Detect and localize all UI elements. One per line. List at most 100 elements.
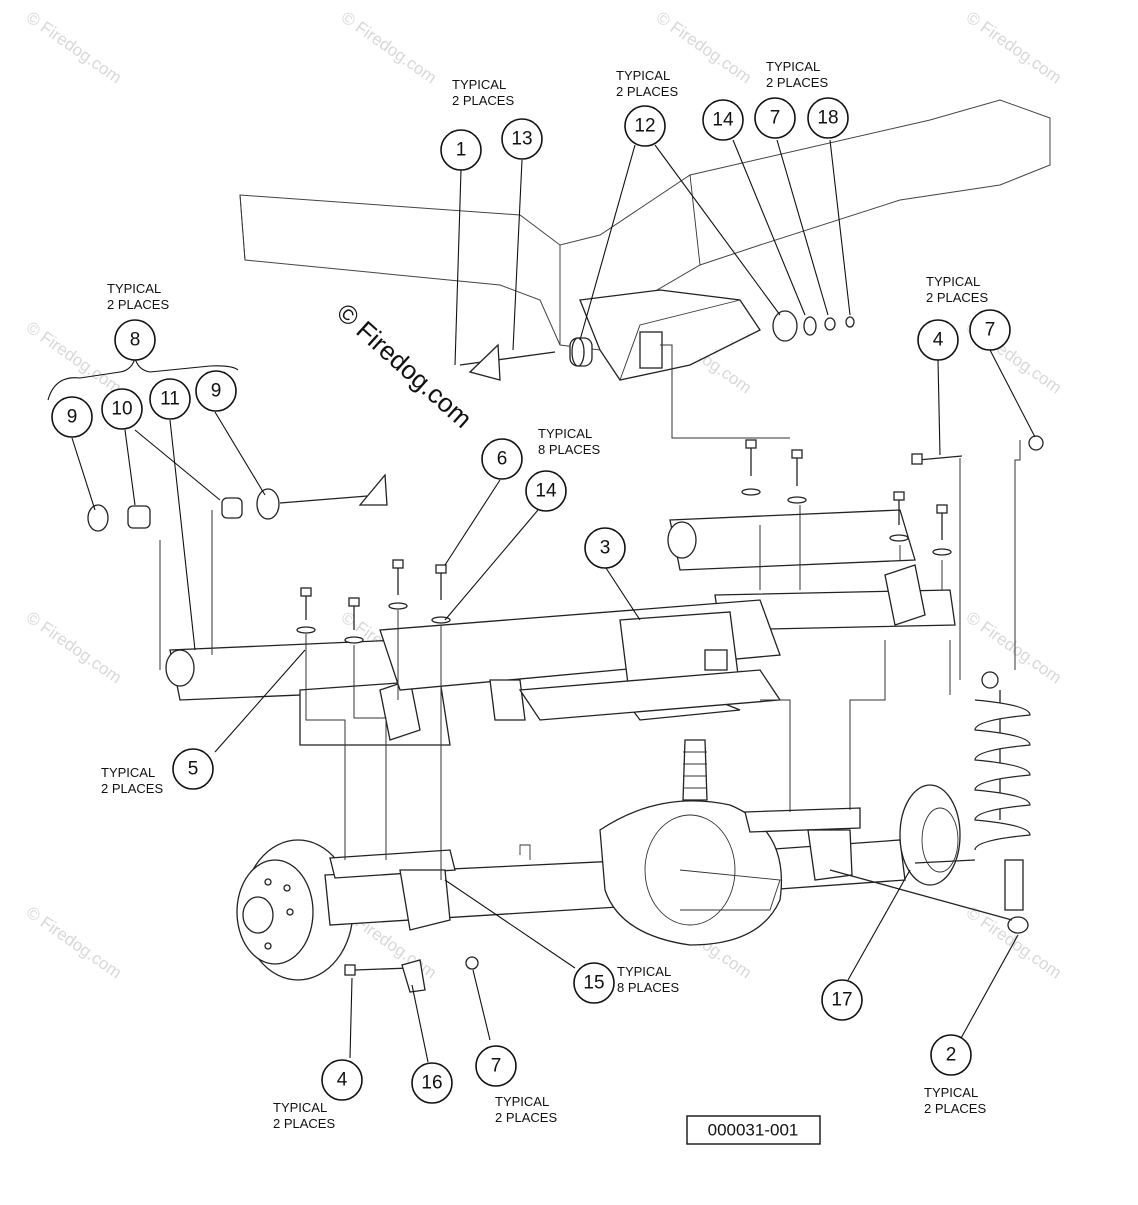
callout-5: 5 (172, 748, 214, 790)
callout-14: 14 (525, 470, 567, 512)
svg-text:8 PLACES: 8 PLACES (617, 980, 679, 995)
svg-text:TYPICAL: TYPICAL (273, 1100, 327, 1115)
svg-text:TYPICAL: TYPICAL (107, 281, 161, 296)
callout-14: 14 (702, 99, 744, 141)
note-typical-bolts: TYPICAL 8 PLACES (538, 426, 600, 457)
svg-text:6: 6 (497, 449, 508, 470)
svg-text:TYPICAL: TYPICAL (926, 274, 980, 289)
note-typical-right: TYPICAL 2 PLACES (926, 274, 988, 305)
left-pivot-assembly (87, 473, 388, 532)
note-typical-bottom-left: TYPICAL 2 PLACES (273, 1100, 335, 1131)
watermark-text: © Firedog.com (23, 608, 125, 688)
svg-text:2 PLACES: 2 PLACES (101, 781, 163, 796)
svg-text:18: 18 (817, 108, 838, 129)
watermark-text: © Firedog.com (23, 8, 125, 88)
callout-9: 9 (195, 370, 237, 412)
svg-text:2 PLACES: 2 PLACES (926, 290, 988, 305)
svg-text:5: 5 (188, 759, 199, 780)
svg-text:TYPICAL: TYPICAL (495, 1094, 549, 1109)
svg-text:2 PLACES: 2 PLACES (924, 1101, 986, 1116)
note-typical-nuts: TYPICAL 8 PLACES (617, 964, 679, 995)
mounting-bolts (296, 435, 1044, 644)
callout-9: 9 (51, 396, 93, 438)
watermark-text: © Firedog.com (963, 8, 1065, 88)
svg-text:TYPICAL: TYPICAL (924, 1085, 978, 1100)
svg-text:10: 10 (111, 399, 132, 420)
left-trailing-arm (165, 639, 451, 746)
svg-text:TYPICAL: TYPICAL (616, 68, 670, 83)
vehicle-frame (239, 99, 1051, 381)
callout-11: 11 (149, 378, 191, 420)
note-typical-bottom-middle: TYPICAL 2 PLACES (495, 1094, 557, 1125)
svg-text:2 PLACES: 2 PLACES (616, 84, 678, 99)
callout-2: 2 (930, 1034, 972, 1076)
right-trailing-arm (667, 509, 956, 631)
svg-text:3: 3 (600, 538, 611, 559)
callout-3: 3 (584, 527, 626, 569)
svg-text:TYPICAL: TYPICAL (617, 964, 671, 979)
note-typical-top-left: TYPICAL 2 PLACES (452, 77, 514, 108)
notes: TYPICAL 2 PLACES TYPICAL 2 PLACES TYPICA… (101, 59, 988, 1131)
watermark-text: © Firedog.com (23, 318, 125, 398)
svg-text:11: 11 (160, 389, 180, 410)
svg-text:9: 9 (67, 407, 78, 428)
svg-text:13: 13 (511, 129, 532, 150)
svg-text:2 PLACES: 2 PLACES (495, 1110, 557, 1125)
callout-16: 16 (411, 1062, 453, 1104)
watermark-text: © Firedog.com (23, 903, 125, 983)
svg-text:4: 4 (337, 1070, 348, 1091)
callout-4: 4 (321, 1059, 363, 1101)
callout-7: 7 (475, 1045, 517, 1087)
callout-8: 8 (114, 319, 156, 361)
svg-text:8 PLACES: 8 PLACES (538, 442, 600, 457)
svg-text:TYPICAL: TYPICAL (101, 765, 155, 780)
svg-text:TYPICAL: TYPICAL (538, 426, 592, 441)
watermark-text: © Firedog.com (338, 8, 440, 88)
svg-text:14: 14 (535, 481, 557, 502)
svg-text:TYPICAL: TYPICAL (452, 77, 506, 92)
callout-6: 6 (481, 438, 523, 480)
coil-over-shock (829, 671, 1031, 934)
svg-text:7: 7 (985, 320, 996, 341)
upper-pivot-assembly (459, 310, 855, 381)
svg-text:2 PLACES: 2 PLACES (452, 93, 514, 108)
callout-7: 7 (969, 309, 1011, 351)
svg-text:12: 12 (634, 116, 655, 137)
svg-text:2 PLACES: 2 PLACES (766, 75, 828, 90)
watermark-text: © Firedog.com (963, 608, 1065, 688)
callouts: 1 13 12 14 7 18 8 9 10 11 9 4 7 6 14 3 5… (51, 97, 1011, 1104)
callout-12: 12 (624, 105, 666, 147)
callout-15: 15 (573, 962, 615, 1004)
svg-text:2 PLACES: 2 PLACES (273, 1116, 335, 1131)
svg-text:7: 7 (770, 108, 781, 129)
note-typical-bottom-right: TYPICAL 2 PLACES (924, 1085, 986, 1116)
callout-10: 10 (101, 388, 143, 430)
note-typical-arm: TYPICAL 2 PLACES (101, 765, 163, 796)
svg-text:17: 17 (831, 990, 852, 1011)
center-crossmember (379, 599, 782, 721)
svg-text:8: 8 (130, 330, 141, 351)
svg-text:2: 2 (946, 1045, 957, 1066)
svg-text:7: 7 (491, 1056, 502, 1077)
note-typical-top-middle: TYPICAL 2 PLACES (616, 68, 678, 99)
note-typical-top-right: TYPICAL 2 PLACES (766, 59, 828, 90)
rear-axle-assembly (236, 739, 976, 993)
callout-4: 4 (917, 319, 959, 361)
svg-text:4: 4 (933, 330, 944, 351)
callout-18: 18 (807, 97, 849, 139)
assembly-lines (159, 344, 1021, 880)
svg-text:000031-001: 000031-001 (708, 1121, 799, 1140)
svg-text:TYPICAL: TYPICAL (766, 59, 820, 74)
drawing-id-label: 000031-001 (686, 1115, 821, 1145)
callout-17: 17 (821, 979, 863, 1021)
svg-text:2 PLACES: 2 PLACES (107, 297, 169, 312)
svg-text:15: 15 (583, 973, 604, 994)
note-typical-left: TYPICAL 2 PLACES (107, 281, 169, 312)
svg-text:16: 16 (421, 1073, 442, 1094)
callout-1: 1 (440, 129, 482, 171)
svg-text:1: 1 (456, 140, 467, 161)
callout-13: 13 (501, 118, 543, 160)
svg-text:9: 9 (211, 381, 222, 402)
